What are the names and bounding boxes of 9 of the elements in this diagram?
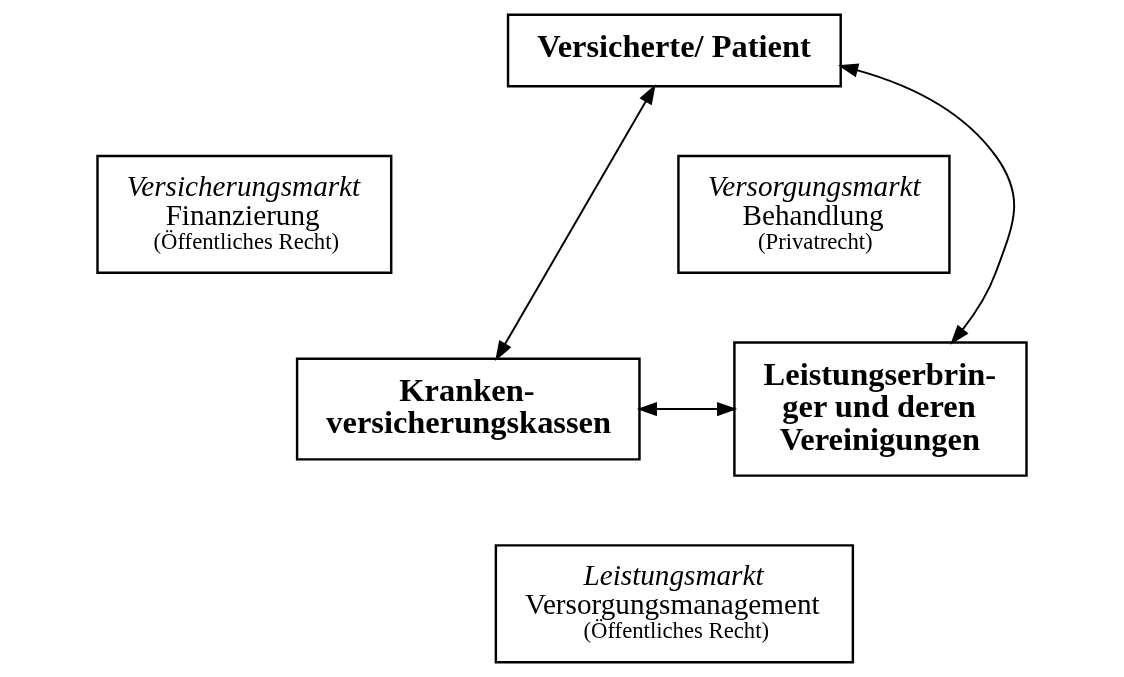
node-box: Leistungserbrin- ger und deren Vereinigungen <box>733 341 1028 477</box>
node-box: Versicherte/ Patient <box>506 13 842 88</box>
node-box: Versorgungsmarkt Behandlung (Privatrecht) <box>677 154 951 274</box>
node-box: Versicherungsmarkt Finanzierung (Öffentliches Recht) <box>96 154 393 274</box>
node-box: Leistungsmarkt Versorgungsmanagement (Öffentliches Recht) <box>494 544 855 664</box>
arrow <box>838 63 1016 345</box>
arrow <box>636 402 738 417</box>
node-box: Kranken- versicherungskassen <box>295 357 641 461</box>
arrow <box>495 84 656 362</box>
